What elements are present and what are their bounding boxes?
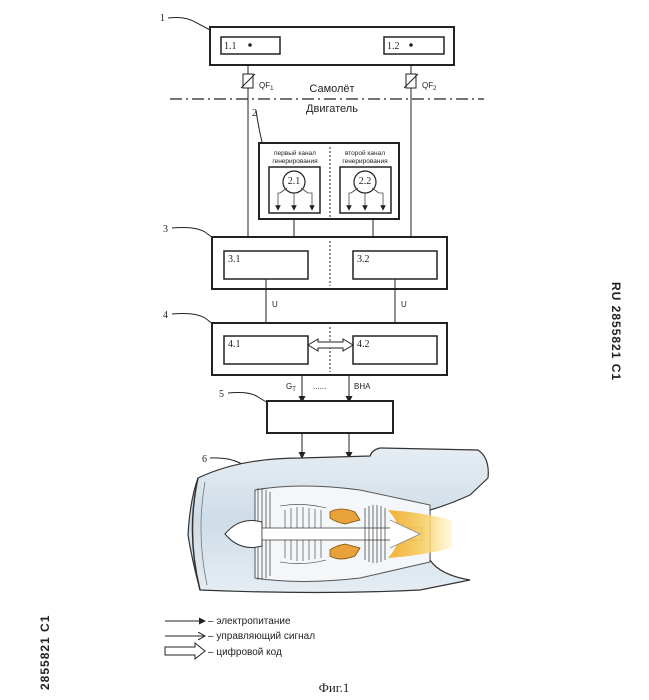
label-1-2: 1.2 (387, 41, 400, 52)
aircraft-label: Самолёт (309, 83, 354, 95)
control-outputs: GT ...... ВНА (286, 375, 371, 403)
svg-text:генерирования: генерирования (272, 158, 318, 165)
digital-link-arrow (307, 338, 354, 352)
label-2-1: 2.1 (288, 176, 301, 187)
label-1-1: 1.1 (224, 41, 237, 52)
legend-control: – управляющий сигнал (208, 631, 315, 642)
label-4-2: 4.2 (357, 339, 370, 350)
label-2: 2 (252, 108, 257, 119)
patent-number-right: RU 2855821 C1 (609, 282, 623, 381)
label-5: 5 (219, 389, 224, 400)
legend-digital: – цифровой код (208, 646, 282, 658)
engine-label: Двигатель (306, 103, 358, 115)
figure-caption: Фиг.1 (319, 680, 350, 695)
fuse-qf2: QF2 (403, 65, 437, 240)
label-4: 4 (163, 310, 168, 321)
u-right: U (401, 300, 407, 309)
label-3: 3 (163, 224, 168, 235)
legend-power: – электропитание (208, 616, 291, 627)
u-left: U (272, 300, 278, 309)
gt-label: GT (286, 382, 296, 393)
qf1-label: QF1 (259, 81, 274, 92)
legend: – электропитание – управляющий сигнал – … (164, 616, 315, 661)
label-6: 6 (202, 454, 207, 465)
svg-text:генерирования: генерирования (342, 158, 388, 165)
block-1: 1 1.1 1.2 (160, 13, 455, 66)
block-5: 5 (219, 389, 394, 434)
block-4: 4 4.1 4.2 (163, 310, 448, 376)
fuse-qf1: QF1 (240, 65, 274, 240)
legend-digital-arrow (164, 641, 206, 661)
label-3-1: 3.1 (228, 254, 241, 265)
bna-label: ВНА (354, 382, 371, 391)
qf2-label: QF2 (422, 81, 437, 92)
label-1: 1 (160, 13, 165, 24)
svg-text:первый канал: первый канал (274, 149, 316, 157)
label-2-2: 2.2 (359, 176, 372, 187)
block-2: 2 первый канал генерирования второй кана… (252, 108, 400, 220)
label-4-1: 4.1 (228, 339, 241, 350)
patent-number-left: 2855821 C1 (38, 615, 52, 690)
svg-text:второй канал: второй канал (345, 149, 385, 157)
block-3: 3 3.1 3.2 (163, 224, 448, 290)
label-3-2: 3.2 (357, 254, 370, 265)
engine-inputs (298, 433, 353, 459)
engine-illustration: 6 (187, 447, 489, 594)
dots: ...... (313, 382, 326, 391)
aircraft-engine-boundary: Самолёт Двигатель (170, 83, 484, 115)
